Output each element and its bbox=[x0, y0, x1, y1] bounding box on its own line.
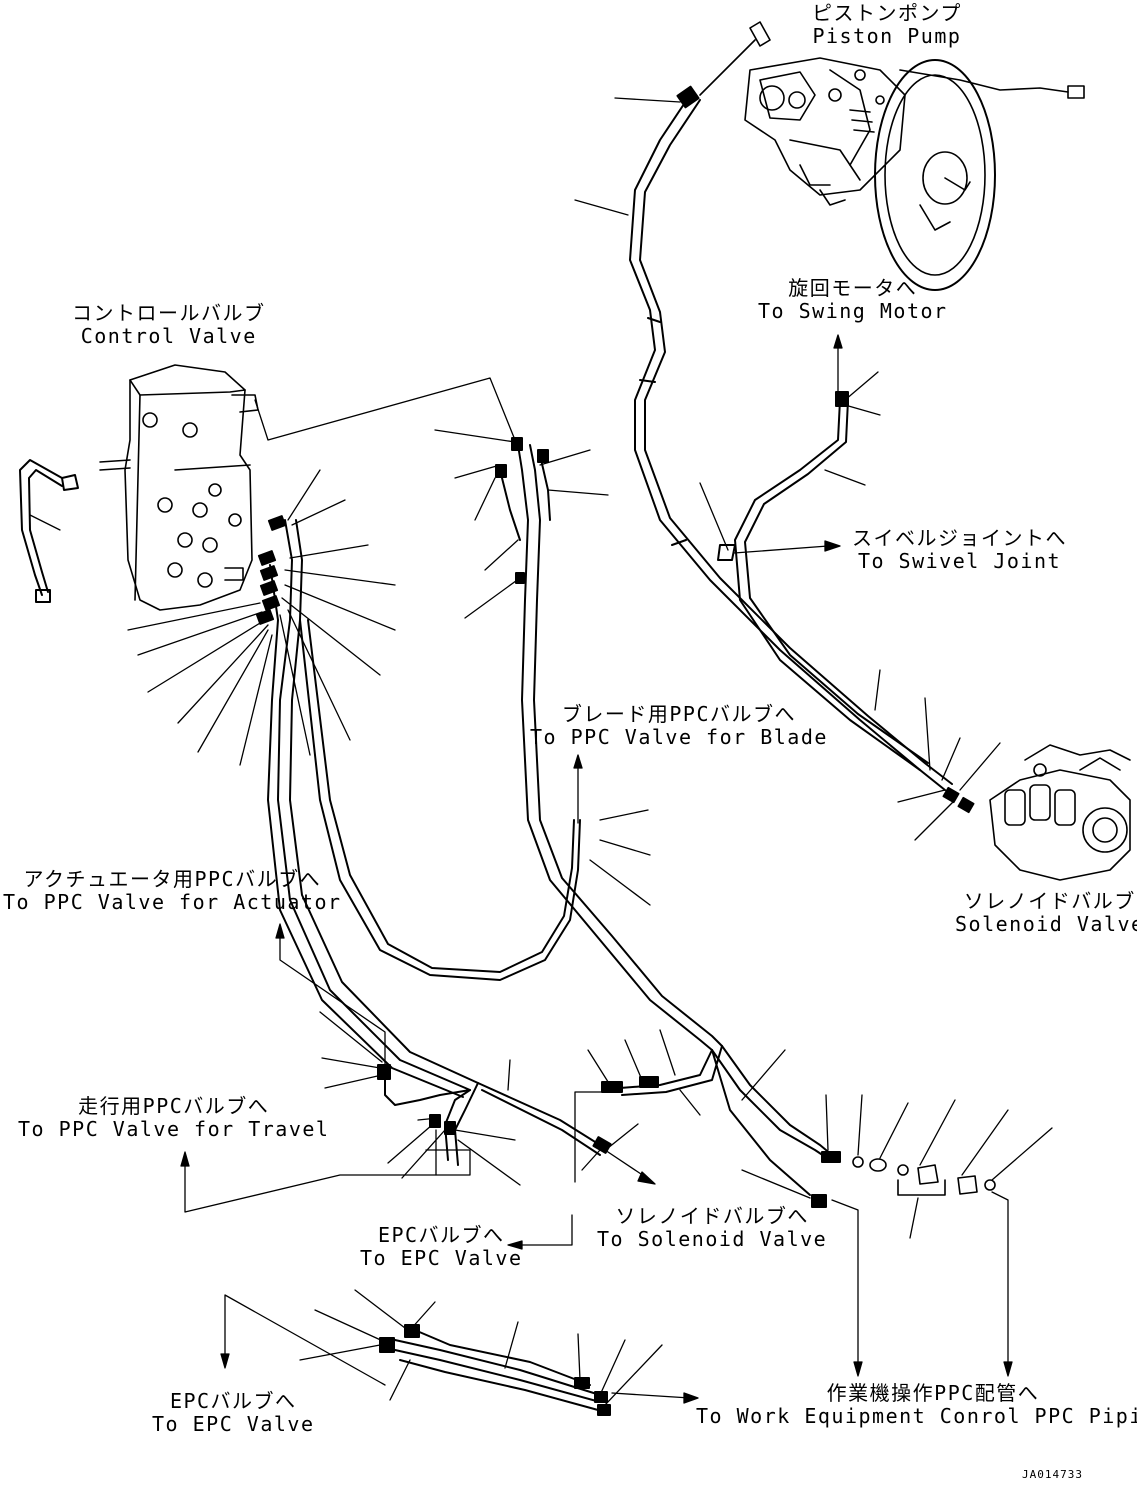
label-epc-valve-lower-jp: EPCバルブへ bbox=[169, 1389, 297, 1413]
label-actuator-ppc-jp: アクチュエータ用PPCバルブへ bbox=[23, 867, 322, 891]
epc-hoses bbox=[379, 1324, 611, 1416]
label-epc-valve-upper-jp: EPCバルブへ bbox=[377, 1223, 505, 1247]
label-travel-ppc-en: To PPC Valve for Travel bbox=[18, 1117, 330, 1141]
main-hose-bundle bbox=[267, 519, 581, 1098]
label-swivel-joint: スイベルジョイントへ To Swivel Joint bbox=[852, 527, 1067, 573]
piston-pump-drawing bbox=[744, 57, 1085, 291]
label-solenoid-valve-jp: ソレノイドバルブ bbox=[963, 889, 1136, 913]
label-swing-motor-jp: 旋回モータへ bbox=[788, 276, 918, 300]
label-control-valve: コントロールバルブ Control Valve bbox=[72, 302, 266, 348]
drawing-code: JA014733 bbox=[1022, 1468, 1083, 1481]
label-blade-ppc-en: To PPC Valve for Blade bbox=[530, 725, 828, 749]
loose-fittings bbox=[852, 1156, 996, 1196]
label-epc-valve-lower: EPCバルブへ To EPC Valve bbox=[152, 1390, 315, 1436]
label-swivel-joint-en: To Swivel Joint bbox=[857, 549, 1062, 573]
leader-lines bbox=[29, 97, 1053, 1406]
label-control-valve-en: Control Valve bbox=[80, 324, 257, 348]
solenoid-valve-drawing bbox=[942, 744, 1131, 881]
label-to-solenoid-valve-en: To Solenoid Valve bbox=[597, 1227, 828, 1251]
label-blade-ppc: ブレード用PPCバルブへ To PPC Valve for Blade bbox=[530, 703, 828, 749]
label-work-equipment-en: To Work Equipment Conrol PPC Piping bbox=[696, 1404, 1137, 1428]
label-solenoid-valve: ソレノイドバルブ Solenoid Valve bbox=[955, 890, 1137, 936]
pump-to-solenoid-hose bbox=[629, 85, 953, 791]
label-blade-ppc-jp: ブレード用PPCバルブへ bbox=[561, 702, 797, 726]
label-actuator-ppc-en: To PPC Valve for Actuator bbox=[3, 890, 342, 914]
control-valve-port-fittings bbox=[255, 515, 287, 625]
label-solenoid-valve-en: Solenoid Valve bbox=[955, 912, 1137, 936]
swing-motor-hose bbox=[717, 391, 929, 771]
label-piston-pump: ピストンポンプ Piston Pump bbox=[812, 2, 962, 48]
lower-hoses bbox=[377, 1045, 841, 1208]
label-actuator-ppc: アクチュエータ用PPCバルブへ To PPC Valve for Actuato… bbox=[3, 868, 342, 914]
label-travel-ppc: 走行用PPCバルブへ To PPC Valve for Travel bbox=[18, 1095, 329, 1141]
label-swing-motor-en: To Swing Motor bbox=[758, 299, 948, 323]
label-to-solenoid-valve-jp: ソレノイドバルブへ bbox=[615, 1204, 809, 1228]
label-travel-ppc-jp: 走行用PPCバルブへ bbox=[78, 1094, 270, 1118]
label-piston-pump-jp: ピストンポンプ bbox=[812, 1, 962, 25]
label-work-equipment-jp: 作業機操作PPC配管へ bbox=[826, 1381, 1040, 1405]
label-control-valve-jp: コントロールバルブ bbox=[72, 301, 266, 325]
label-piston-pump-en: Piston Pump bbox=[812, 24, 962, 48]
control-valve-drawing bbox=[99, 364, 259, 611]
label-swivel-joint-jp: スイベルジョイントへ bbox=[852, 526, 1067, 550]
label-swing-motor: 旋回モータへ To Swing Motor bbox=[758, 277, 948, 323]
label-epc-valve-upper: EPCバルブへ To EPC Valve bbox=[360, 1224, 523, 1270]
label-to-solenoid-valve: ソレノイドバルブへ To Solenoid Valve bbox=[597, 1205, 827, 1251]
control-valve-side-hose bbox=[19, 459, 79, 603]
label-work-equipment: 作業機操作PPC配管へ To Work Equipment Conrol PPC… bbox=[696, 1382, 1137, 1428]
pump-fitting bbox=[699, 21, 771, 96]
label-epc-valve-upper-en: To EPC Valve bbox=[360, 1246, 523, 1270]
label-epc-valve-lower-en: To EPC Valve bbox=[152, 1412, 315, 1436]
reference-arrows bbox=[180, 334, 1013, 1404]
